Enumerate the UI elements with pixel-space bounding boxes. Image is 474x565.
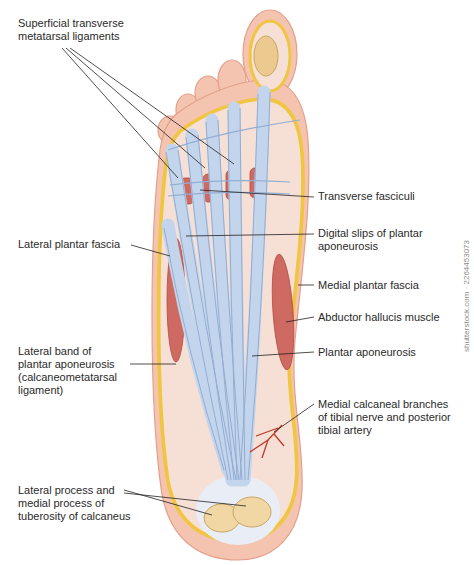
callout-label: Lateral plantar fascia: [18, 238, 148, 251]
callout-label: Transverse fasciculi: [318, 190, 456, 203]
callout-label: Superficial transverse metatarsal ligame…: [18, 17, 148, 43]
callout-label: Lateral process and medial process of tu…: [18, 484, 143, 523]
callout-label: Lateral band of plantar aponeurosis (cal…: [18, 345, 128, 397]
callout-label: Plantar aponeurosis: [318, 346, 456, 359]
callout-label: Medial plantar fascia: [318, 279, 456, 292]
callout-label: Digital slips of plantar aponeurosis: [318, 227, 456, 253]
callout-label: Abductor hallucis muscle: [318, 311, 456, 324]
watermark: shutterstock.com · 2264453073: [462, 226, 472, 366]
callout-label: Medial calcaneal branches of tibial nerv…: [318, 398, 456, 437]
leader-lines: [62, 48, 314, 515]
